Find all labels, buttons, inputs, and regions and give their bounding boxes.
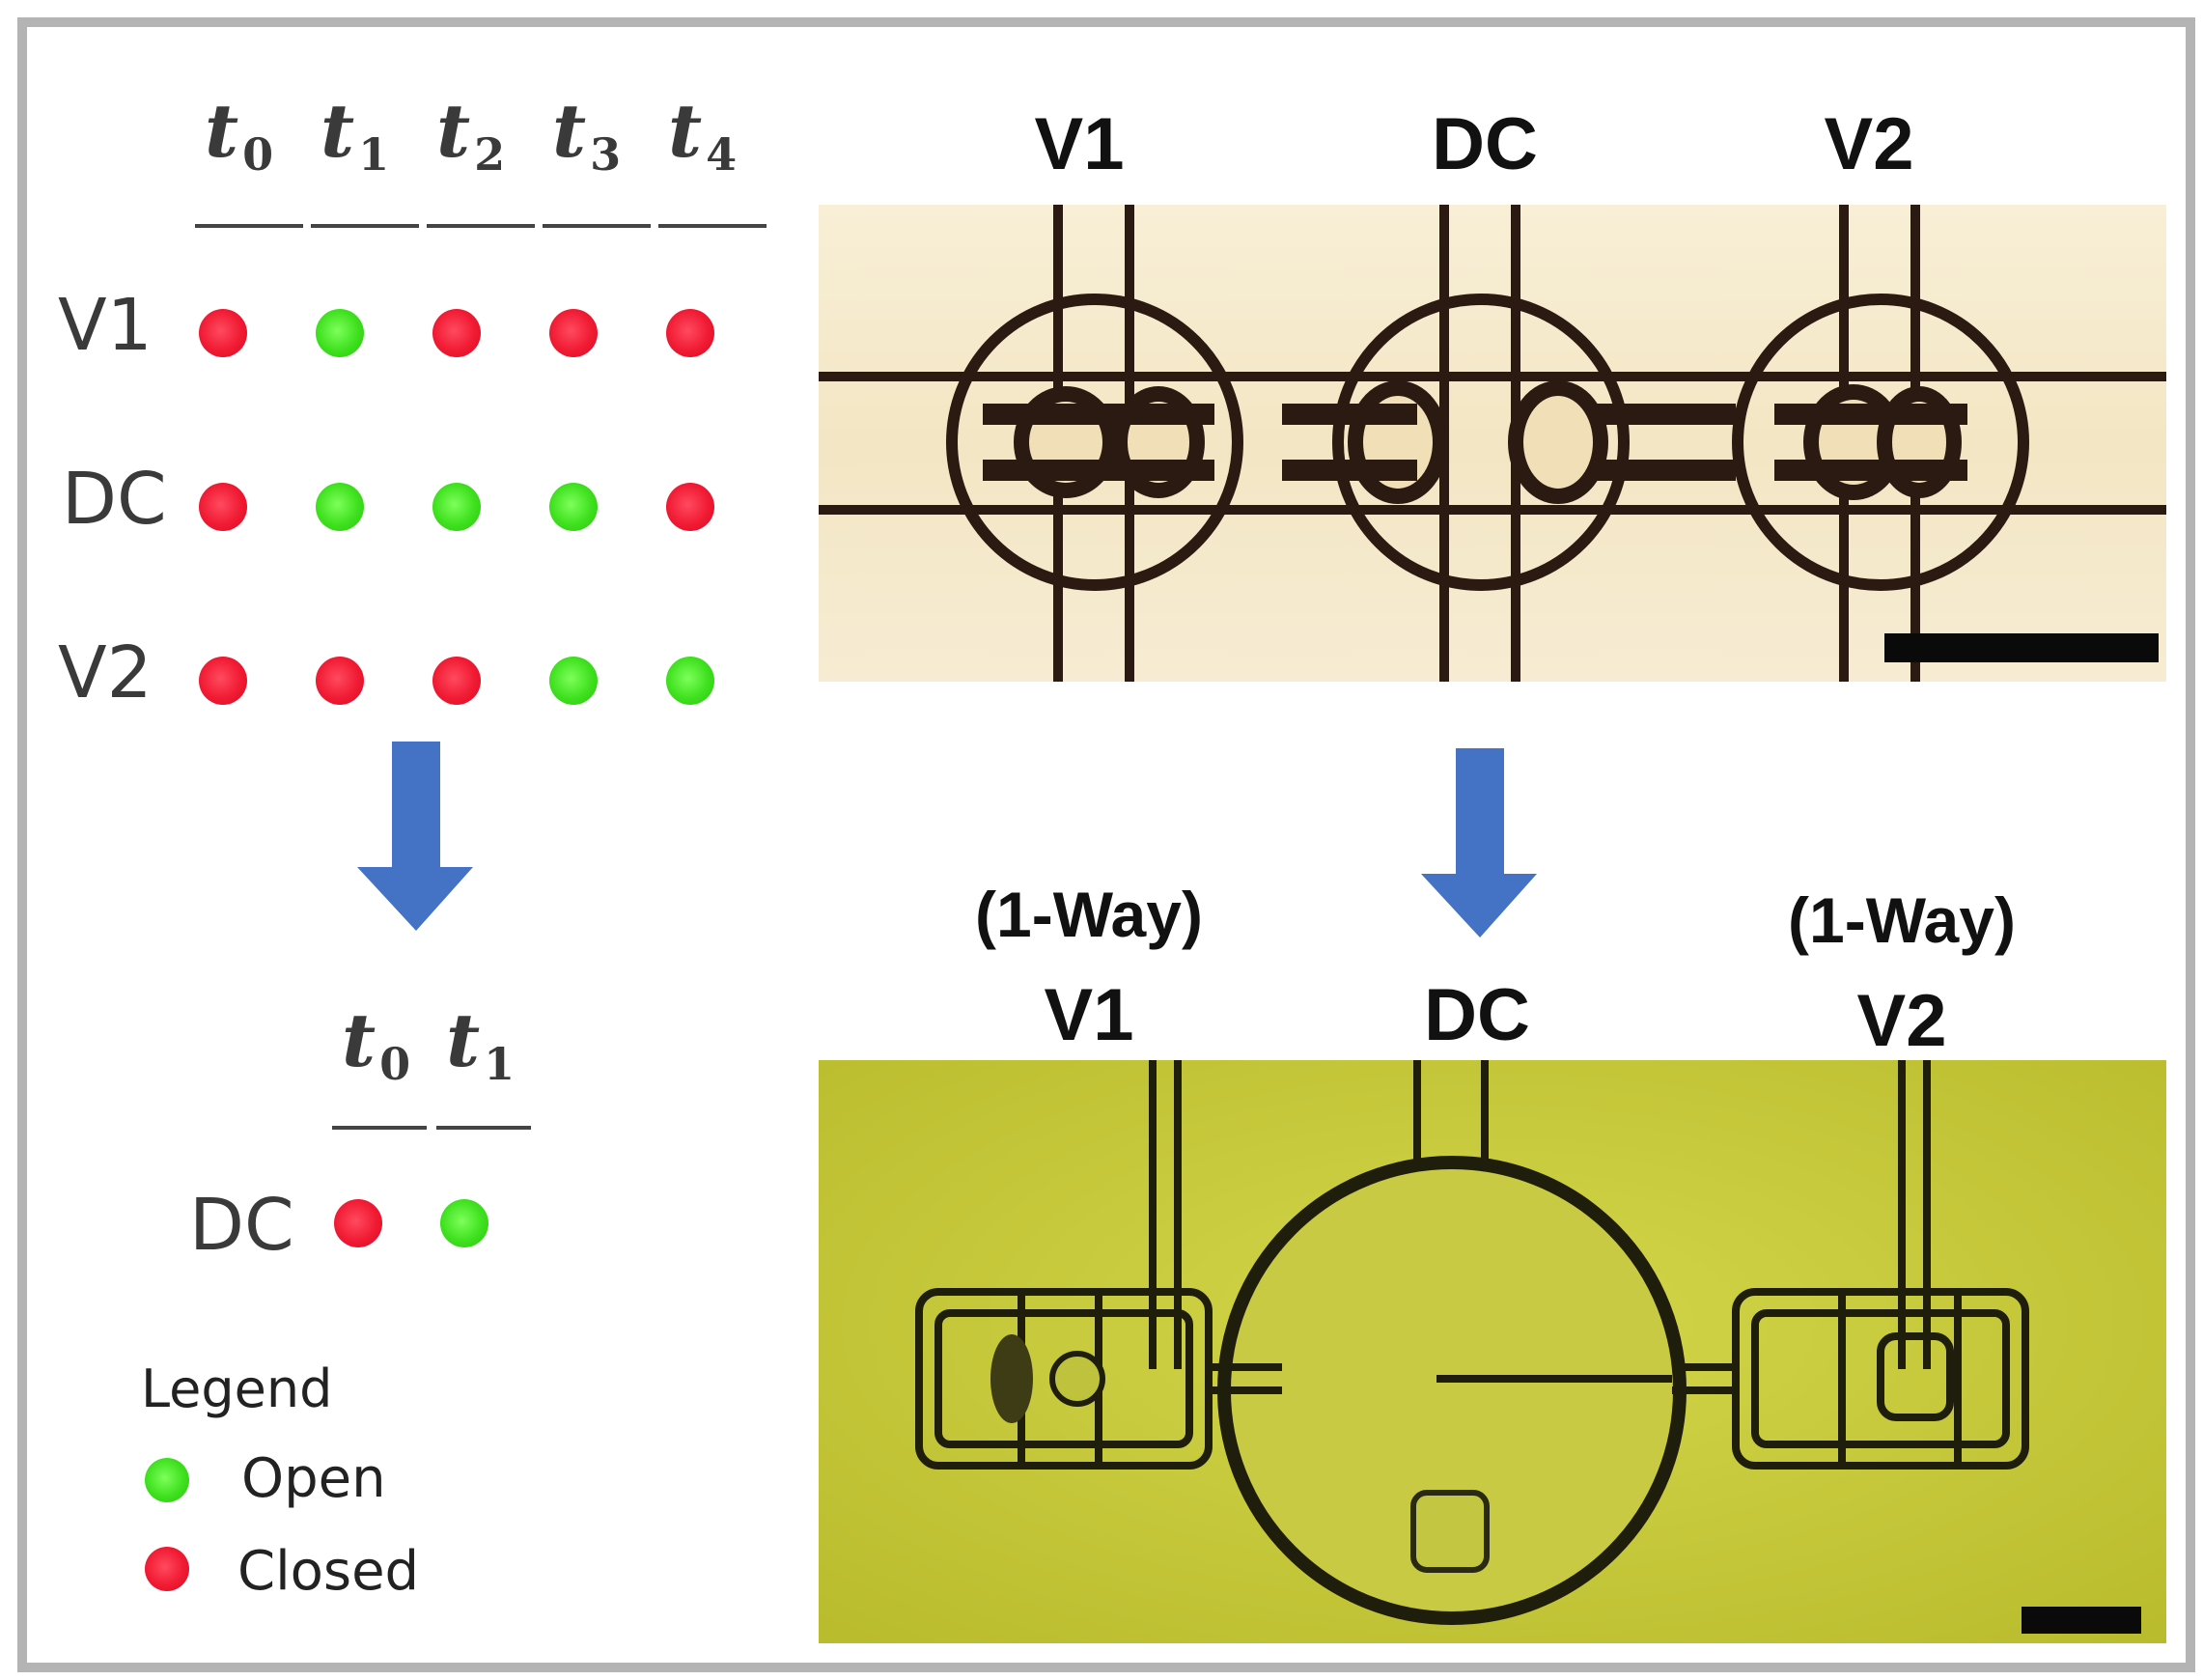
header-t3: t3: [552, 88, 622, 181]
legend-closed-swatch: [145, 1547, 189, 1591]
header-t0: t0: [205, 88, 274, 181]
state-dot-v2-t1-closed: [316, 657, 364, 705]
state-dot-dc-t0-closed: [199, 483, 247, 531]
header-rule: [195, 224, 303, 228]
state-dot-v1-t0-closed: [199, 309, 247, 357]
header-rule: [658, 224, 767, 228]
header-t2: t2: [436, 88, 506, 181]
top-label-dc: DC: [1432, 103, 1538, 185]
top-label-v2: V2: [1824, 103, 1914, 185]
down-arrow-icon: [357, 742, 473, 931]
legend-open-swatch: [145, 1458, 189, 1502]
legend-open-label: Open: [241, 1447, 386, 1510]
top-micrograph: [819, 205, 2166, 682]
bottom-note-v1: (1-Way): [975, 879, 1203, 950]
state-dot-v1-t2-closed: [432, 309, 481, 357]
header-rule: [332, 1126, 427, 1130]
bottom-note-v2: (1-Way): [1788, 884, 2016, 956]
bottom-label-dc: DC: [1424, 974, 1530, 1056]
row-label-dc: DC: [189, 1184, 294, 1267]
legend-title: Legend: [141, 1358, 333, 1419]
top-label-v1: V1: [1034, 103, 1125, 185]
header-rule: [311, 224, 419, 228]
state-dot-v1-t4-closed: [666, 309, 714, 357]
state-dot-v2-t0-closed: [199, 657, 247, 705]
state-dot-v2-t4-open: [666, 657, 714, 705]
down-arrow-icon: [1421, 748, 1537, 938]
state-dot-v2-t3-open: [549, 657, 598, 705]
header-t0: t0: [342, 997, 411, 1090]
state-dot-dc-t4-closed: [666, 483, 714, 531]
state-dot-v1-t1-open: [316, 309, 364, 357]
bottom-label-v2: V2: [1856, 980, 1947, 1062]
state-dot-dc-t2-open: [432, 483, 481, 531]
bottom-micrograph: [819, 1060, 2166, 1643]
header-t1: t1: [321, 88, 390, 181]
row-label-v1: V1: [58, 284, 153, 367]
state-dot-dc-t1-open: [316, 483, 364, 531]
state-dot-dc-t0-closed: [334, 1199, 382, 1247]
state-dot-dc-t1-open: [440, 1199, 488, 1247]
legend-closed-label: Closed: [237, 1540, 420, 1603]
row-label-v2: V2: [58, 631, 153, 714]
state-dot-v1-t3-closed: [549, 309, 598, 357]
state-dot-dc-t3-open: [549, 483, 598, 531]
bottom-label-v1: V1: [1044, 974, 1134, 1056]
header-t4: t4: [668, 88, 738, 181]
header-rule: [543, 224, 651, 228]
row-label-dc: DC: [62, 458, 167, 541]
header-rule: [427, 224, 535, 228]
state-dot-v2-t2-closed: [432, 657, 481, 705]
header-rule: [436, 1126, 531, 1130]
header-t1: t1: [446, 997, 516, 1090]
